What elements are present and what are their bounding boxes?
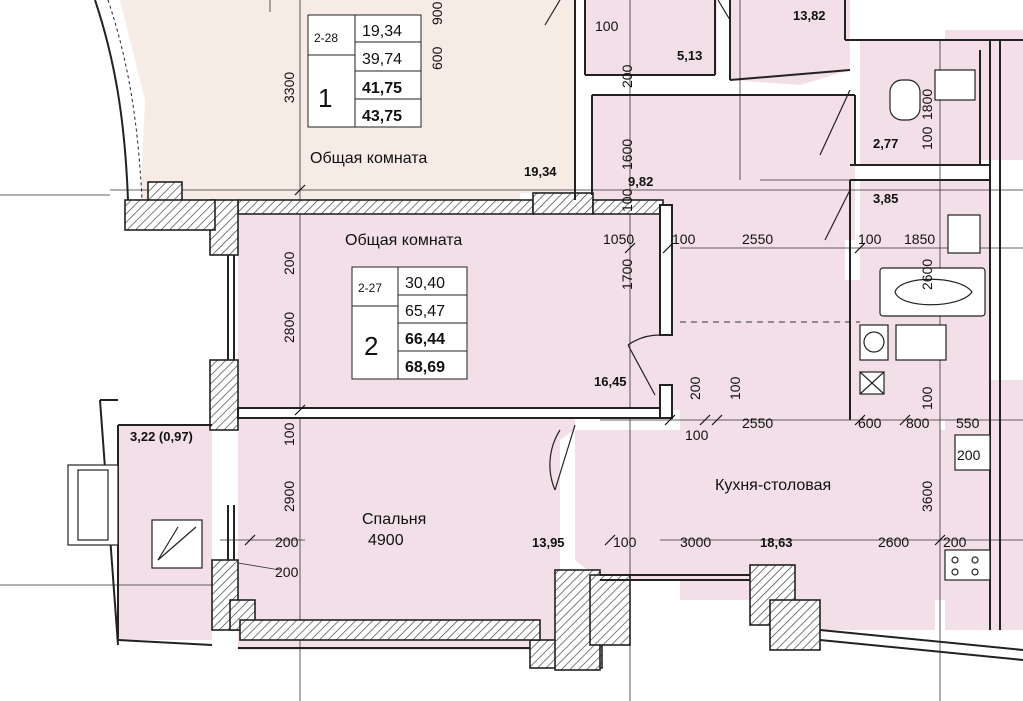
dim-2900: 2900 — [281, 481, 297, 512]
dim-1600: 1600 — [619, 139, 635, 170]
apartment-1-area-total: 39,74 — [362, 51, 402, 68]
apartment-2-area-reduced: 66,44 — [405, 331, 445, 348]
apartment-1-code: 2-28 — [314, 31, 338, 45]
dim-100d: 100 — [858, 231, 882, 247]
ac-unit-icon — [67, 464, 119, 546]
toilet-icon — [859, 324, 889, 361]
dim-100b: 100 — [619, 188, 635, 212]
apartment-2-rooms: 2 — [364, 331, 378, 361]
dim-900top: 900 — [429, 1, 445, 25]
dimensions-horizontal: 100 1050 100 2550 100 1850 2550 600 800 … — [275, 18, 981, 580]
dim-2550b: 2550 — [742, 415, 773, 431]
room-top-small — [585, 0, 717, 75]
dim-200e: 200 — [275, 534, 299, 550]
dim-2600b: 2600 — [878, 534, 909, 550]
area-top-right: 13,82 — [793, 8, 826, 23]
stove-icon — [944, 549, 991, 581]
area-wc: 2,77 — [873, 136, 898, 151]
dim-100g: 100 — [727, 376, 743, 400]
area-top-small: 5,13 — [677, 48, 702, 63]
dimension-ticks — [244, 184, 946, 546]
room-right-edge — [945, 380, 1023, 630]
dim-200c: 200 — [957, 447, 981, 463]
facade-curve — [94, 0, 129, 201]
apartment-2-area-living: 30,40 — [405, 275, 445, 292]
dim-3000: 3000 — [680, 534, 711, 550]
area-bedroom: 13,95 — [532, 535, 565, 550]
sink-icon — [947, 214, 981, 254]
dim-200f: 200 — [275, 564, 299, 580]
area-common-2: 16,45 — [594, 374, 627, 389]
dim-3300: 3300 — [281, 72, 297, 103]
room-label-bedroom: Спальня — [362, 511, 426, 528]
dim-1700: 1700 — [619, 259, 635, 290]
dim-2600a: 2600 — [919, 259, 935, 290]
dim-200b: 200 — [687, 376, 703, 400]
dim-2550a: 2550 — [742, 231, 773, 247]
apartment-2-code: 2-27 — [358, 281, 382, 295]
dim-200d: 200 — [943, 534, 967, 550]
dim-100i: 100 — [613, 534, 637, 550]
toilet-wc-icon — [889, 79, 921, 121]
area-balcony: 3,22 (0,97) — [130, 429, 193, 444]
dim-top-100: 100 — [595, 18, 619, 34]
fixtures — [67, 69, 991, 581]
dim-100e: 100 — [919, 386, 935, 410]
dim-600: 600 — [858, 415, 882, 431]
apartment-2-area-total: 65,47 — [405, 303, 445, 320]
area-bath: 3,85 — [873, 191, 898, 206]
area-apartment-1-room: 19,34 — [524, 164, 557, 179]
doors — [544, 0, 851, 491]
dim-200a: 200 — [281, 251, 297, 275]
apartment-1-rooms: 1 — [318, 83, 332, 113]
dim-550: 550 — [956, 415, 980, 431]
dim-600top: 600 — [429, 46, 445, 70]
room-label-apartment-1: Общая комната — [310, 150, 427, 167]
apartment-2-area-full: 68,69 — [405, 359, 445, 376]
dim-1850: 1850 — [904, 231, 935, 247]
apartment-1-area-full: 43,75 — [362, 108, 402, 125]
area-hall: 9,82 — [628, 174, 653, 189]
dimensions-vertical: 3300 200 2800 100 2900 1600 100 1700 260… — [281, 1, 935, 512]
apartment-2-info-box: 2-27 2 30,40 65,47 66,44 68,69 — [351, 266, 468, 380]
dim-1050: 1050 — [603, 231, 634, 247]
dim-100c: 100 — [672, 231, 696, 247]
dim-200top: 200 — [619, 64, 635, 88]
partitions — [99, 0, 1023, 661]
dim-2800: 2800 — [281, 312, 297, 343]
bedroom-width: 4900 — [368, 532, 404, 549]
dim-3600: 3600 — [919, 481, 935, 512]
apartment-1-area-living: 19,34 — [362, 23, 402, 40]
room-top-right — [730, 0, 850, 85]
dim-100h: 100 — [685, 427, 709, 443]
room-label-common-2: Общая комната — [345, 232, 462, 249]
bathtub-icon — [879, 267, 986, 317]
apartment-1-info-box: 2-28 1 19,34 39,74 41,75 43,75 — [307, 14, 422, 128]
area-kitchen: 18,63 — [760, 535, 793, 550]
room-label-kitchen: Кухня-столовая — [715, 477, 831, 494]
walls — [124, 181, 821, 671]
apartment-1-area-reduced: 41,75 — [362, 80, 402, 97]
dim-100a: 100 — [281, 422, 297, 446]
room-bedroom — [238, 418, 590, 650]
dim-1800: 1800 — [919, 89, 935, 120]
dim-800: 800 — [906, 415, 930, 431]
dim-100f: 100 — [919, 126, 935, 150]
